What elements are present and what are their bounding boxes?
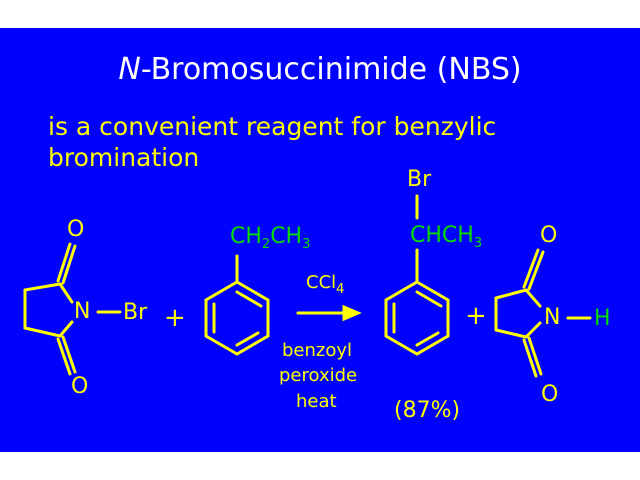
product-side-chain-label: CHCH3 — [410, 223, 483, 251]
nbs-structure — [23, 242, 122, 376]
reagent-ccl4: CCl4 — [306, 272, 345, 297]
nbs-bromine: Br — [123, 300, 148, 325]
plus-sign-2: + — [465, 301, 487, 331]
product-bromine: Br — [407, 167, 432, 192]
condition-line-1: benzoyl — [282, 340, 353, 361]
condition-line-2: peroxide — [279, 365, 358, 386]
nbs-oxygen-top: O — [67, 217, 85, 242]
nbs-nitrogen: N — [74, 299, 91, 324]
intro-line-1: is a convenient reagent for benzylic — [48, 112, 497, 141]
product-yield: (87%) — [394, 398, 461, 423]
succinimide-hydrogen: H — [594, 306, 611, 331]
succinimide-structure — [494, 248, 592, 378]
succinimide-oxygen-top: O — [540, 223, 558, 248]
ethyl-group-label: CH2CH3 — [230, 224, 311, 252]
condition-line-3: heat — [296, 391, 337, 412]
succinimide-oxygen-bottom: O — [541, 382, 559, 407]
slide-background: N-Bromosuccinimide (NBS) is a convenient… — [0, 28, 640, 452]
slide-title: N-Bromosuccinimide (NBS) — [118, 52, 522, 87]
succinimide-nitrogen: N — [544, 305, 561, 330]
product-bromide-structure — [384, 194, 450, 356]
plus-sign-1: + — [164, 303, 186, 333]
ethylbenzene-structure — [204, 254, 270, 356]
intro-line-2: bromination — [48, 143, 200, 172]
reaction-arrow — [296, 304, 362, 322]
nbs-oxygen-bottom: O — [71, 374, 89, 399]
